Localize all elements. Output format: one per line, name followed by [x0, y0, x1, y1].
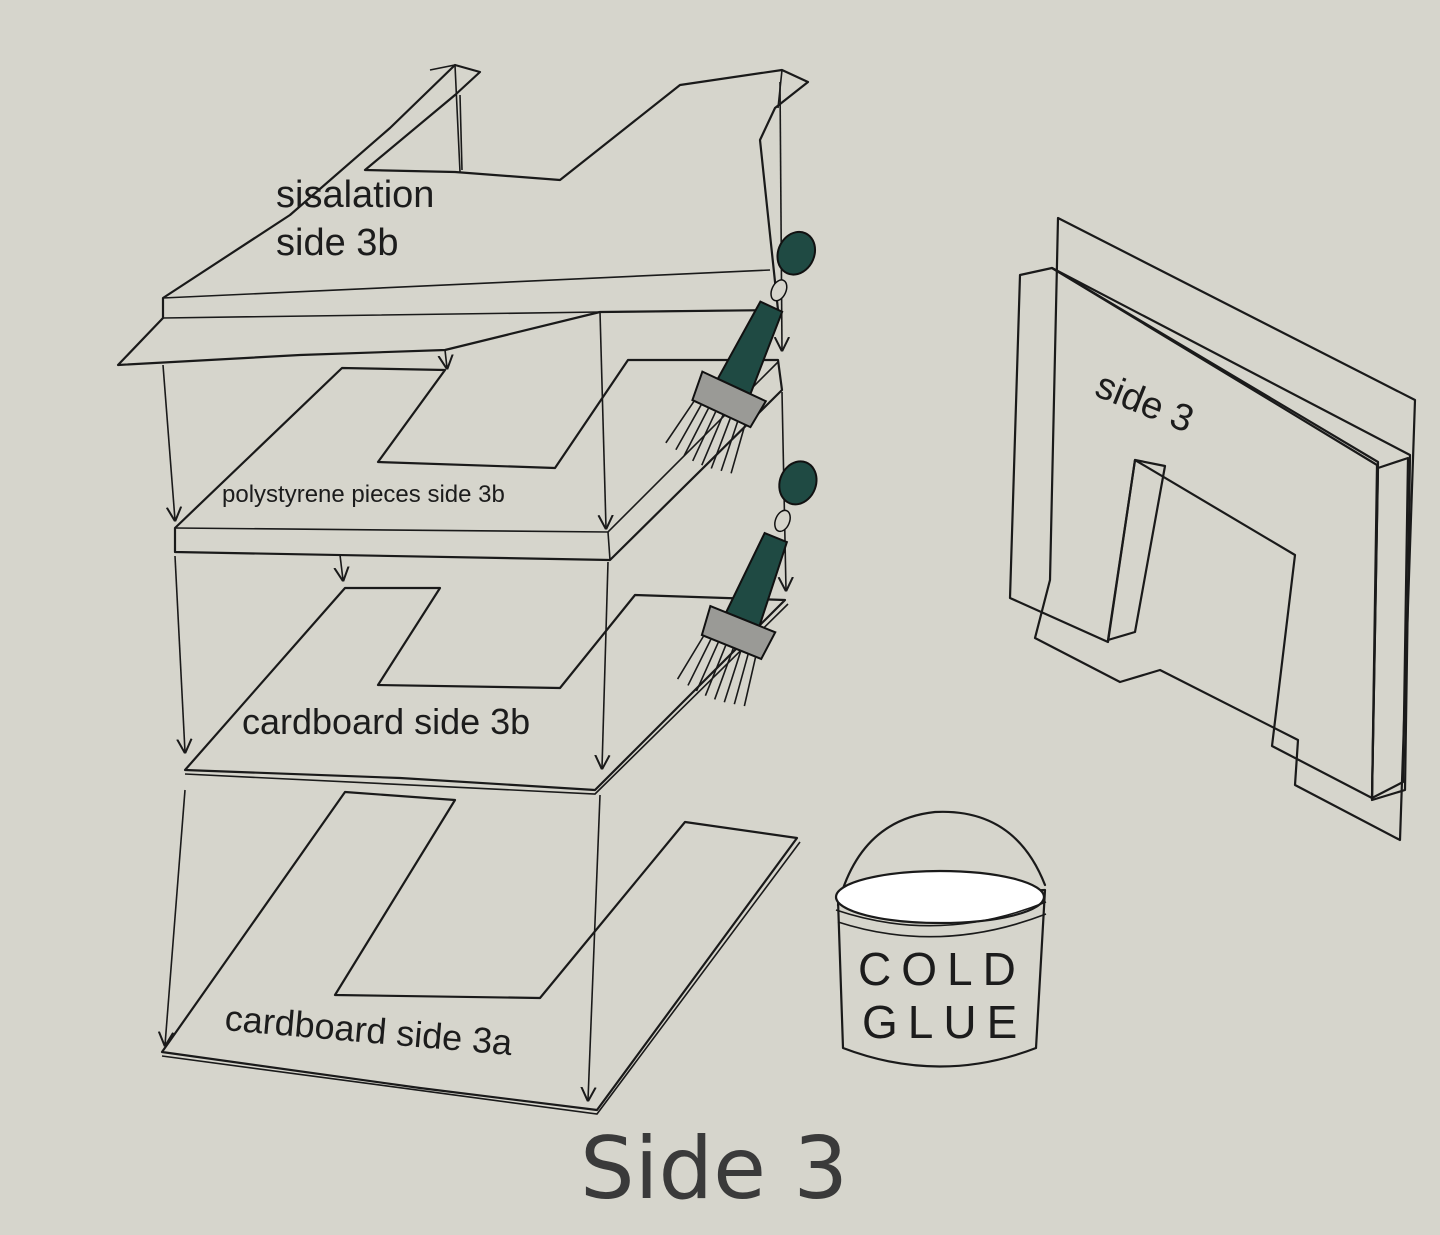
glue-bucket-label-line2: GLUE — [862, 996, 1027, 1048]
sisalation-label-line1: sisalation — [276, 174, 434, 216]
paint-brush-icon — [676, 460, 818, 707]
sisalation-layer — [116, 63, 810, 367]
assembled-side-3-label: side 3 — [1090, 364, 1200, 441]
assembled-side-3 — [1008, 216, 1417, 842]
sisalation-label-line2: side 3b — [276, 222, 399, 264]
polystyrene-layer — [173, 358, 784, 562]
cardboard-side-3b-layer — [183, 586, 789, 795]
cardboard-3b-label: cardboard side 3b — [242, 701, 530, 742]
paint-brush-icon — [665, 230, 817, 474]
assembly-arrows — [163, 81, 786, 1100]
figure-title: Side 3 — [580, 1119, 848, 1219]
polystyrene-label: polystyrene pieces side 3b — [222, 481, 505, 508]
cardboard-side-3a-layer — [160, 790, 801, 1115]
cardboard-3a-label: cardboard side 3a — [223, 997, 515, 1063]
glue-bucket-label-line1: COLD — [858, 943, 1026, 995]
glue-bucket-icon — [834, 810, 1047, 1068]
